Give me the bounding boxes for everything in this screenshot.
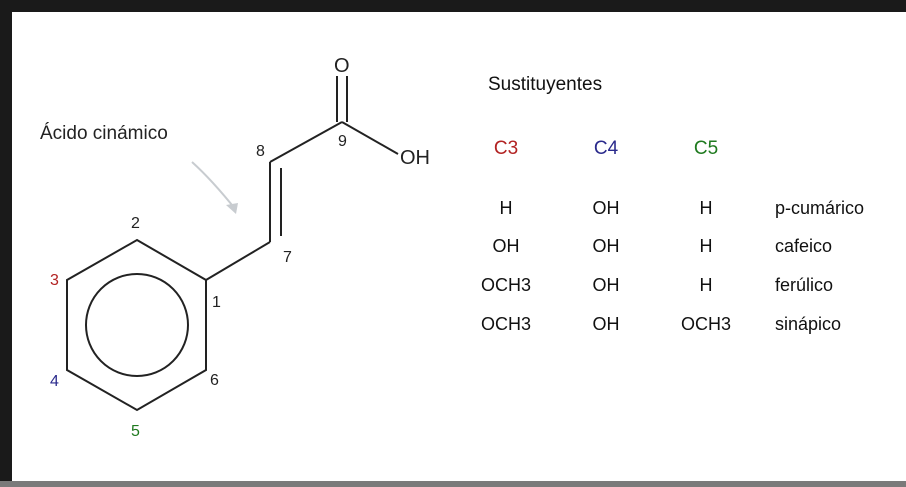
atom-label-5: 5 bbox=[131, 423, 140, 440]
atom-label-6: 6 bbox=[210, 372, 219, 389]
atom-label-4: 4 bbox=[50, 373, 59, 390]
aromatic-circle bbox=[85, 273, 189, 377]
header-c3: C3 bbox=[493, 138, 519, 159]
atom-label-2: 2 bbox=[131, 215, 140, 232]
molecule-name: Ácido cinámico bbox=[40, 123, 168, 144]
row4-name: sinápico bbox=[775, 314, 842, 334]
row4-c5: OCH3 bbox=[680, 314, 731, 334]
row2-c4: OH bbox=[592, 236, 620, 256]
row2-c3: OH bbox=[492, 236, 520, 256]
pointer-arrowhead bbox=[226, 203, 238, 214]
row3-c4: OH bbox=[592, 275, 620, 295]
row1-c3: H bbox=[499, 198, 513, 218]
row2-name: cafeico bbox=[775, 236, 833, 256]
benzene-ring bbox=[66, 238, 207, 412]
row1-c4: OH bbox=[592, 198, 620, 218]
atom-label-7: 7 bbox=[283, 249, 292, 266]
row3-c5: H bbox=[699, 275, 713, 295]
atom-label-3: 3 bbox=[50, 272, 59, 289]
bond-c1-c7 bbox=[205, 241, 271, 281]
carbonyl-oxygen: O bbox=[334, 55, 350, 77]
row3-c3: OCH3 bbox=[480, 275, 531, 295]
row1-name: p-cumárico bbox=[775, 198, 865, 218]
bond-c8-c9 bbox=[269, 121, 343, 163]
bond-c9-oh bbox=[341, 121, 399, 155]
bottom-border bbox=[0, 481, 906, 487]
substituents-title: Sustituyentes bbox=[488, 74, 603, 95]
header-c5: C5 bbox=[693, 138, 719, 159]
row4-c4: OH bbox=[592, 314, 620, 334]
atom-label-8: 8 bbox=[256, 143, 265, 160]
atom-label-1: 1 bbox=[212, 294, 221, 311]
hydroxyl-group: OH bbox=[400, 147, 430, 169]
row1-c5: H bbox=[699, 198, 713, 218]
atom-label-9: 9 bbox=[338, 133, 347, 150]
row3-name: ferúlico bbox=[775, 275, 834, 295]
row2-c5: H bbox=[699, 236, 713, 256]
row4-c3: OCH3 bbox=[480, 314, 531, 334]
pointer-arrow bbox=[191, 161, 237, 211]
header-c4: C4 bbox=[593, 138, 619, 159]
